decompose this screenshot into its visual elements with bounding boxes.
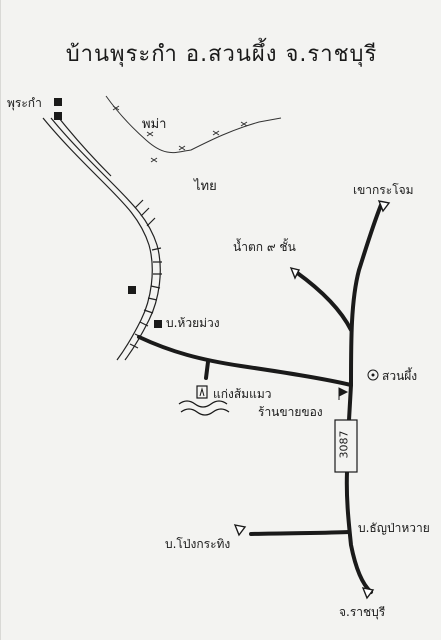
place-label-ban-huai-muang: บ.ห้วยม่วง bbox=[166, 316, 220, 330]
country-label-thailand: ไทย bbox=[194, 179, 217, 194]
shop-flag-icon bbox=[338, 387, 349, 400]
waterfall-triangle-icon bbox=[233, 200, 391, 600]
border-line bbox=[105, 95, 282, 163]
place-label-ban-pong-krathing: บ.โป่งกระทิง bbox=[165, 537, 231, 551]
place-label-kaeng-som-maeo: แก่งส้มแมว bbox=[213, 387, 272, 401]
place-label-ratchaburi: จ.ราชบุรี bbox=[339, 605, 386, 619]
map-title: บ้านพุระกำ อ.สวนผึ้ง จ.ราชบุรี bbox=[65, 42, 378, 67]
roads bbox=[137, 203, 383, 594]
road-number-label: 3087 bbox=[337, 430, 351, 459]
railway-line bbox=[42, 117, 162, 361]
rapids-icon bbox=[178, 400, 230, 416]
country-label-myanmar: พม่า bbox=[142, 117, 167, 132]
place-label-khao-krachom: เขากระโจม bbox=[353, 183, 414, 197]
village-square-icon bbox=[54, 98, 162, 328]
place-label-ban-tha-yang-wai: บ.ธัญป่าหวาย bbox=[358, 521, 430, 535]
place-label-namtok-9-chan: น้ำตก ๙ ชั้น bbox=[233, 240, 296, 254]
place-label-ran-khai-khong: ร้านขายของ bbox=[258, 405, 323, 419]
road-number-box bbox=[334, 419, 358, 473]
place-label-phu-rakam: พุระกำ bbox=[7, 96, 42, 110]
place-label-suan-phueng: สวนผึ้ง bbox=[382, 369, 418, 383]
kaeng-som-maeo-marker bbox=[196, 385, 208, 399]
district-circle-icon bbox=[367, 369, 379, 381]
